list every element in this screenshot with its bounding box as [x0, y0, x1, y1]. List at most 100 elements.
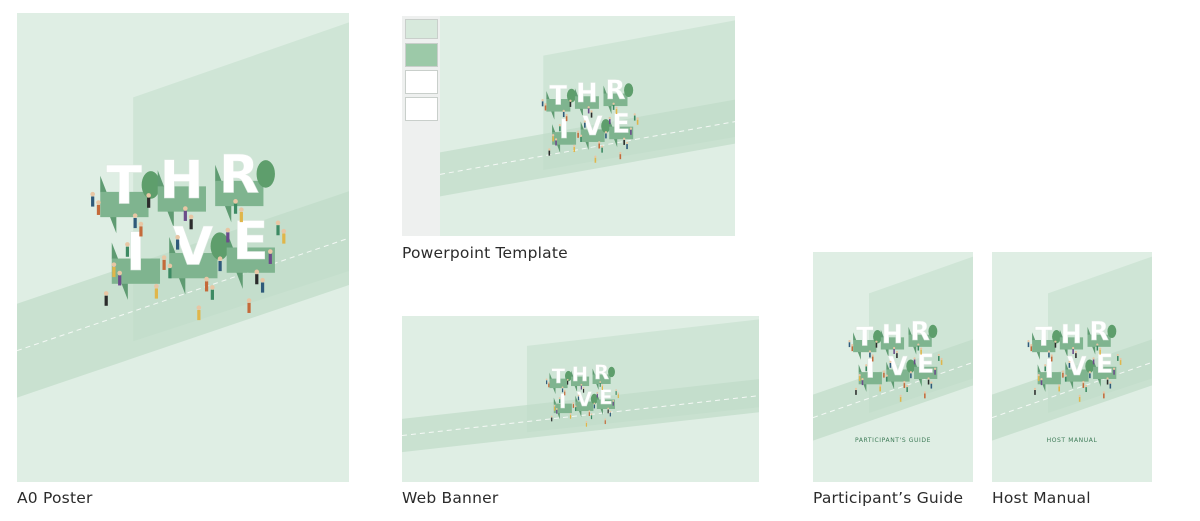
- illustration-person: [593, 402, 596, 409]
- illustration-letter: R: [603, 76, 634, 115]
- illustration-person: [558, 123, 562, 132]
- illustration-person: [548, 148, 551, 156]
- svg-text:I: I: [559, 115, 569, 145]
- illustration-person: [899, 394, 902, 402]
- illustration-person: [573, 144, 576, 153]
- svg-text:H: H: [159, 150, 203, 211]
- illustration-person: [879, 384, 882, 392]
- svg-text:T: T: [549, 82, 567, 112]
- illustration-person: [909, 371, 912, 379]
- illustration-person: [275, 220, 281, 236]
- illustration-person: [1068, 360, 1071, 368]
- illustration-person: [554, 138, 558, 146]
- illustration-person: [588, 410, 591, 416]
- illustration-person: [930, 381, 933, 389]
- svg-text:R: R: [594, 361, 609, 384]
- illustration-person: [594, 155, 597, 163]
- illustration-person: [636, 117, 639, 125]
- illustration-person: [561, 386, 564, 393]
- illustration-person: [1074, 350, 1078, 359]
- illustration-person: [552, 134, 555, 142]
- illustration-person: [587, 106, 590, 114]
- illustration-person: [940, 357, 943, 365]
- illustration-person: [599, 381, 602, 387]
- svg-text:R: R: [1089, 317, 1109, 347]
- illustration-person: [1061, 370, 1065, 378]
- svg-text:V: V: [582, 112, 603, 142]
- illustration-letter: V: [575, 388, 598, 418]
- illustration-letter: T: [549, 365, 572, 395]
- illustration-letter: E: [914, 349, 938, 387]
- a0-poster-caption: A0 Poster: [17, 489, 93, 507]
- illustration-person: [544, 103, 547, 111]
- svg-text:T: T: [856, 323, 874, 353]
- illustration-person: [600, 145, 604, 153]
- svg-text:E: E: [612, 109, 630, 139]
- illustration-person: [851, 344, 854, 352]
- illustration-person: [260, 277, 265, 293]
- illustration-person: [608, 116, 611, 125]
- illustration-person: [1085, 384, 1088, 393]
- illustration-letter: V: [580, 112, 611, 150]
- svg-text:R: R: [605, 76, 625, 106]
- illustration-person: [254, 269, 260, 285]
- illustration-person: [619, 151, 622, 160]
- svg-text:V: V: [577, 388, 593, 411]
- illustration-person: [604, 418, 607, 425]
- illustration-person: [576, 130, 580, 138]
- illustration-person: [913, 357, 916, 365]
- illustration-person: [1050, 354, 1053, 362]
- illustration-person: [90, 191, 95, 207]
- illustration-person: [563, 389, 566, 396]
- illustration-person: [629, 127, 633, 135]
- illustration-person: [917, 343, 920, 351]
- illustration-person: [117, 270, 122, 286]
- illustration-person: [566, 378, 569, 385]
- illustration-person: [569, 99, 572, 107]
- illustration-person: [562, 109, 565, 118]
- illustration-person: [1102, 391, 1105, 399]
- svg-text:E: E: [233, 211, 269, 272]
- svg-text:I: I: [1044, 355, 1053, 385]
- illustration-person: [1047, 350, 1051, 358]
- illustration-person: [848, 339, 851, 348]
- illustration-person: [210, 285, 215, 300]
- illustration-person: [132, 213, 138, 229]
- illustration-person: [585, 421, 588, 427]
- illustration-person: [1109, 381, 1112, 389]
- illustration-person: [111, 262, 117, 278]
- svg-text:H: H: [1061, 320, 1082, 350]
- illustration-person: [868, 350, 872, 358]
- illustration-person: [612, 399, 615, 406]
- illustration-person: [572, 402, 575, 408]
- illustration-person: [541, 99, 544, 107]
- illustration-person: [933, 367, 937, 375]
- svg-text:V: V: [888, 352, 908, 382]
- illustration-letter: H: [1059, 320, 1084, 358]
- host-manual-cover-label: HOST MANUAL: [1046, 437, 1098, 444]
- illustration-person: [146, 193, 151, 208]
- illustration-letter: H: [571, 363, 590, 393]
- svg-text:T: T: [106, 155, 142, 216]
- illustration-person: [1116, 353, 1119, 361]
- svg-text:E: E: [917, 349, 934, 379]
- illustration-person: [188, 214, 194, 230]
- svg-text:H: H: [882, 320, 903, 350]
- illustration-person: [854, 387, 858, 395]
- illustration-letter: R: [908, 317, 938, 355]
- illustration-letter: V: [169, 216, 229, 295]
- illustration-person: [281, 228, 287, 244]
- svg-text:T: T: [552, 365, 566, 388]
- illustration-person: [615, 389, 618, 395]
- illustration-person: [885, 374, 888, 382]
- illustration-person: [558, 397, 561, 403]
- illustration-person: [633, 113, 636, 121]
- illustration-person: [125, 242, 130, 257]
